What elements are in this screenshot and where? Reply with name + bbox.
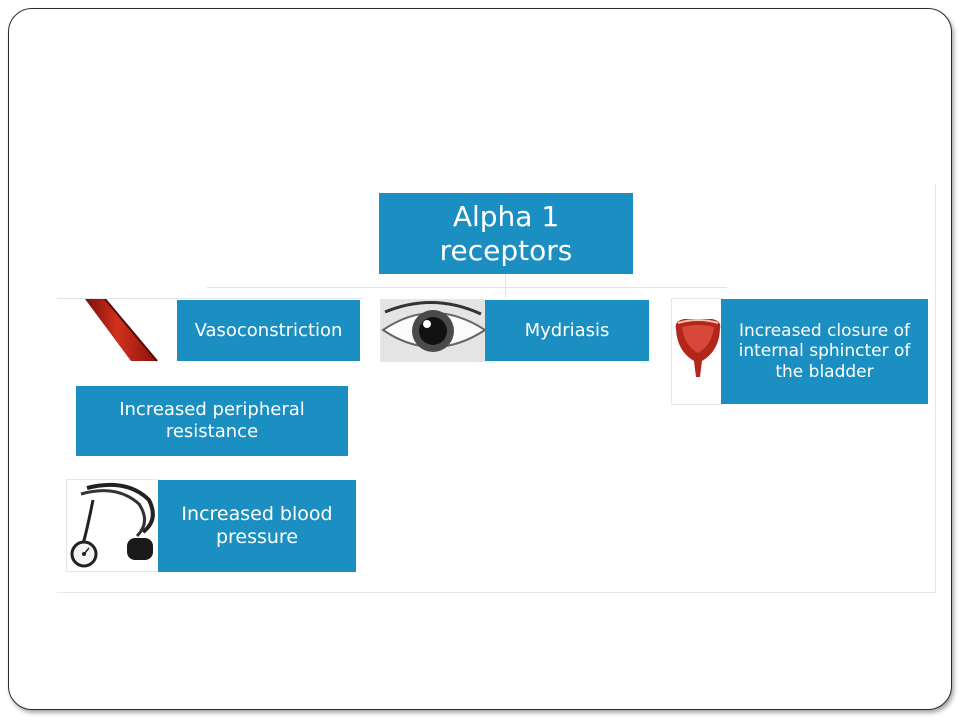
blood-vessel-image bbox=[65, 299, 179, 362]
bladder-image bbox=[671, 298, 723, 405]
connector-line bbox=[505, 274, 506, 298]
sphygmomanometer-image bbox=[66, 479, 159, 572]
vasoconstriction-box: Vasoconstriction bbox=[177, 300, 360, 361]
blood-vessel-icon bbox=[85, 299, 158, 362]
root-node-label: Alpha 1 receptors bbox=[439, 199, 573, 267]
bladder-label: Increased closure of internal sphincter … bbox=[738, 320, 911, 382]
bladder-box: Increased closure of internal sphincter … bbox=[721, 299, 928, 404]
connector-line bbox=[207, 287, 727, 288]
eye-icon bbox=[381, 300, 485, 361]
bladder-icon bbox=[675, 319, 721, 377]
peripheral-resistance-box: Increased peripheral resistance bbox=[76, 386, 348, 456]
blood-pressure-label: Increased blood pressure bbox=[181, 503, 333, 548]
root-node: Alpha 1 receptors bbox=[379, 193, 633, 274]
mydriasis-box: Mydriasis bbox=[485, 300, 649, 361]
mydriasis-label: Mydriasis bbox=[524, 319, 610, 341]
connector-line bbox=[57, 298, 363, 299]
receptor-diagram: Alpha 1 receptors Vasoconstriction bbox=[57, 184, 936, 593]
blood-pressure-box: Increased blood pressure bbox=[158, 480, 356, 572]
sphygmomanometer-icon bbox=[70, 482, 155, 568]
eye-image bbox=[380, 299, 486, 362]
vasoconstriction-label: Vasoconstriction bbox=[194, 319, 343, 341]
peripheral-resistance-label: Increased peripheral resistance bbox=[119, 399, 305, 442]
